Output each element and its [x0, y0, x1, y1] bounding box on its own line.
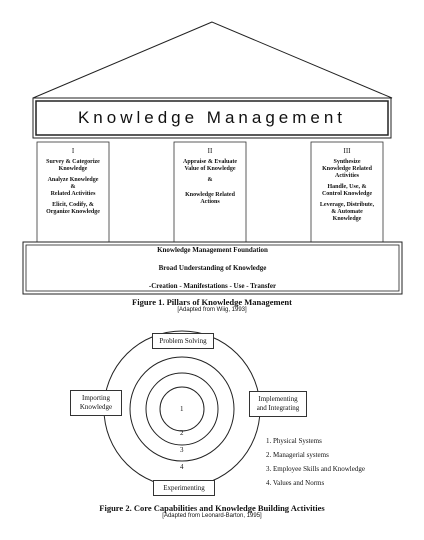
pillar-2: II Appraise & Evaluate Value of Knowledg…: [174, 148, 246, 206]
pillar-1-line: Elicit, Codify, &: [52, 202, 94, 208]
pillar-1-line: &: [70, 184, 76, 190]
ring-label-4: 4: [180, 463, 184, 471]
pillar-3-line: Control Knowledge: [321, 191, 373, 197]
pillar-1-line: Analyze Knowledge: [47, 177, 99, 183]
foundation-frame: [22, 241, 403, 295]
legend-item: 3. Employee Skills and Knowledge: [266, 465, 365, 473]
pillar-3-numeral: III: [343, 147, 351, 155]
ring-label-1: 1: [180, 405, 184, 413]
legend-item: 1. Physical Systems: [266, 437, 322, 445]
pillar-2-line: Value of Knowledge: [184, 166, 236, 172]
pillar-3-line: Knowledge: [332, 216, 362, 222]
figure2-caption-block: Figure 2. Core Capabilities and Knowledg…: [0, 503, 424, 519]
pillar-3: III Synthesize Knowledge Related Activit…: [311, 148, 383, 223]
pillar-3-line: & Automate: [331, 209, 363, 215]
figure1-caption: Figure 1. Pillars of Knowledge Managemen…: [132, 297, 292, 307]
pillar-2-numeral: II: [207, 147, 213, 155]
ring-2: [145, 372, 219, 446]
pillar-1-line: Knowledge: [58, 166, 88, 172]
ring-3: [129, 356, 235, 462]
figure1-source: [Adapted from Wiig, 1993]: [177, 307, 247, 313]
figure2-source: [Adapted from Leonard-Barton, 1995]: [162, 513, 262, 519]
box-importing-knowledge: Importing Knowledge: [70, 390, 122, 416]
pillar-3-line: Knowledge Related: [322, 166, 372, 172]
pillar-3-line: Synthesize: [333, 159, 361, 165]
ring-1: [159, 386, 205, 432]
foundation: Knowledge Management Foundation Broad Un…: [23, 242, 402, 294]
legend-item: 4. Values and Norms: [266, 479, 325, 487]
foundation-title: Knowledge Management Foundation: [157, 246, 268, 254]
pillar-3-line: Leverage, Distribute,: [319, 202, 375, 208]
box-experimenting: Experimenting: [153, 480, 215, 496]
km-title: Knowledge Management: [77, 108, 347, 127]
title-banner: [32, 97, 392, 139]
pillar-2-line: Appraise & Evaluate: [183, 159, 237, 165]
pillar-3-line: Activities: [335, 173, 359, 179]
pillar-1-numeral: I: [71, 147, 75, 155]
pillar-2-line: &: [207, 177, 213, 183]
pillar-2-line: Actions: [200, 199, 220, 205]
legend: 1. Physical Systems 2. Managerial system…: [266, 434, 365, 490]
foundation-line-2: Broad Understanding of Knowledge: [158, 264, 267, 272]
pillar-2-line: Knowledge Related: [185, 192, 235, 198]
pillar-3-line: Handle, Use, &: [327, 184, 367, 190]
figure1-caption-block: Figure 1. Pillars of Knowledge Managemen…: [0, 297, 424, 313]
box-implementing-integrating: Implementing and Integrating: [249, 391, 307, 417]
pillar-1-line: Organize Knowledge: [46, 209, 100, 215]
figure2-caption: Figure 2. Core Capabilities and Knowledg…: [99, 503, 325, 513]
foundation-line-3: -Creation - Manifestations - Use - Trans…: [148, 282, 277, 290]
legend-item: 2. Managerial systems: [266, 451, 329, 459]
pillar-1-line: Related Activities: [50, 191, 96, 197]
ring-label-2: 2: [180, 429, 184, 437]
pillar-1: I Survey & Categorize Knowledge Analyze …: [37, 148, 109, 216]
ring-label-3: 3: [180, 446, 184, 454]
box-problem-solving: Problem Solving: [152, 333, 214, 349]
pillar-1-line: Survey & Categorize: [46, 159, 100, 165]
